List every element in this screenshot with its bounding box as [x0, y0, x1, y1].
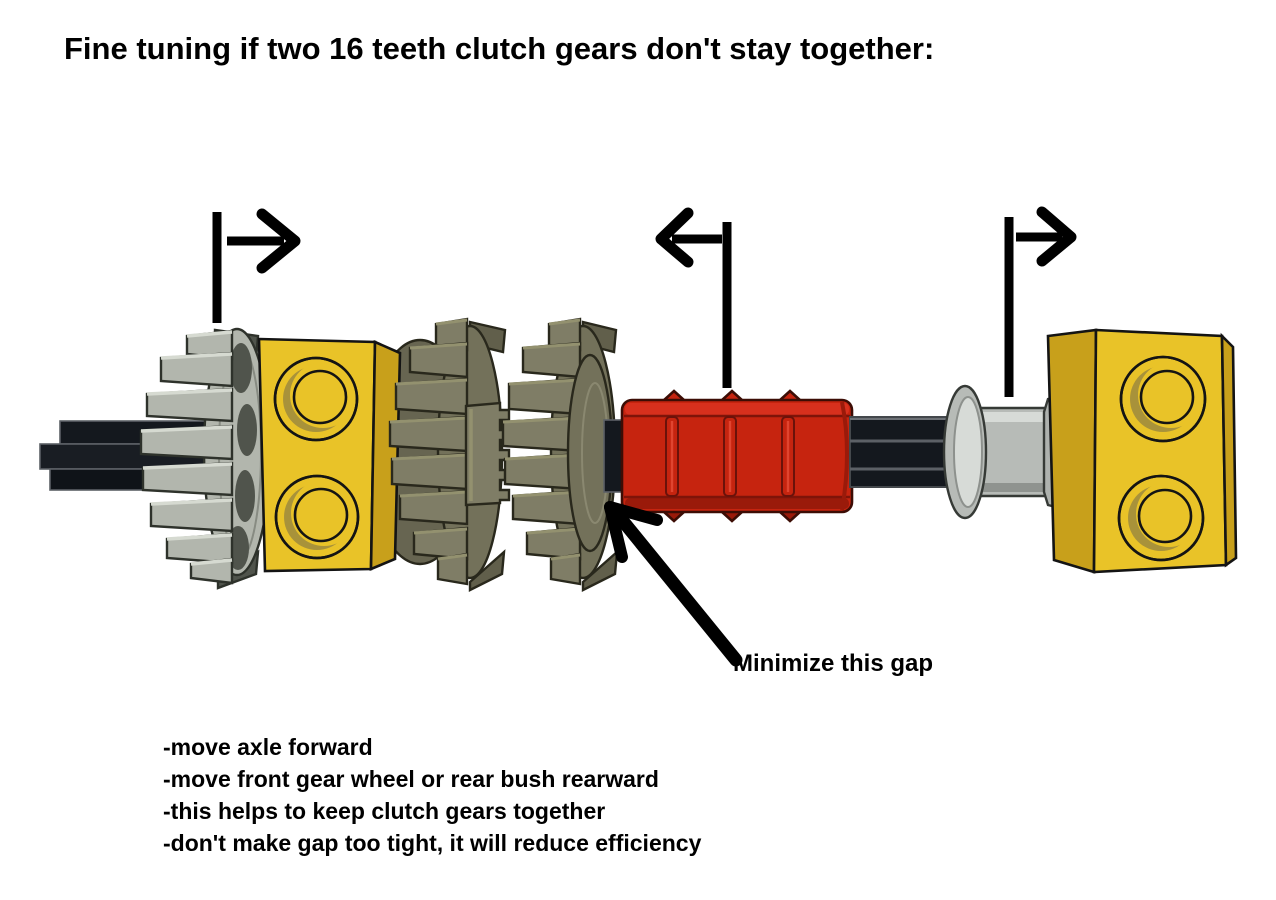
pin-hole [1119, 355, 1207, 443]
spoke-cutout [230, 343, 252, 393]
middle-assembly-arrow [655, 207, 732, 388]
left-assembly-arrow [212, 208, 301, 323]
front-gear-teeth [139, 329, 234, 585]
brick-side-face [1046, 328, 1098, 574]
gap-annotation-label: Minimize this gap [733, 650, 934, 677]
joiner-top-band [625, 403, 849, 415]
page-title: Fine tuning if two 16 teeth clutch gears… [64, 31, 935, 66]
technic-brick-left [257, 337, 402, 573]
technic-brick-right [1046, 328, 1238, 574]
notes-list: -move axle forward -move front gear whee… [163, 731, 701, 859]
left-arrowhead-icon [655, 207, 694, 268]
note-line: -don't make gap too tight, it will reduc… [163, 830, 702, 856]
spoke-cutout [237, 404, 257, 456]
joiner-right-bevel [840, 401, 849, 511]
gear-tooth [581, 549, 619, 592]
teeth-highlights [389, 318, 468, 561]
pin-hole [274, 474, 360, 560]
bush-flange-face [953, 396, 983, 508]
bush-highlight [966, 412, 1054, 422]
rear-clutch-teeth [501, 317, 582, 586]
right-arrowhead-icon [1036, 206, 1077, 267]
bush-shade [966, 483, 1054, 492]
right-assembly-arrow [1004, 206, 1077, 397]
gap-pointer-arrow [604, 501, 743, 667]
pin-hole [1117, 474, 1205, 562]
front-gear-wheel [139, 327, 272, 590]
axle-joiner-red [620, 389, 854, 523]
clutch-gear-rear [501, 317, 619, 592]
teeth-highlights [502, 318, 581, 561]
teeth-highlights [140, 330, 233, 566]
brick-side-bevel [369, 340, 402, 571]
spoke-cutout [235, 470, 255, 522]
pin-hole [273, 356, 359, 442]
brick-right-bevel [1220, 332, 1238, 568]
right-arrowhead-icon [256, 208, 301, 274]
axle-body [849, 416, 955, 488]
note-line: -move axle forward [163, 734, 373, 760]
joiner-bottom-band [625, 498, 849, 509]
ratchet-hub [464, 401, 511, 507]
joiner-ridges [665, 416, 795, 497]
note-line: -move front gear wheel or rear bush rear… [163, 766, 659, 792]
rear-axle [849, 416, 955, 488]
note-line: -this helps to keep clutch gears togethe… [163, 798, 606, 824]
gear-tooth [468, 549, 506, 592]
